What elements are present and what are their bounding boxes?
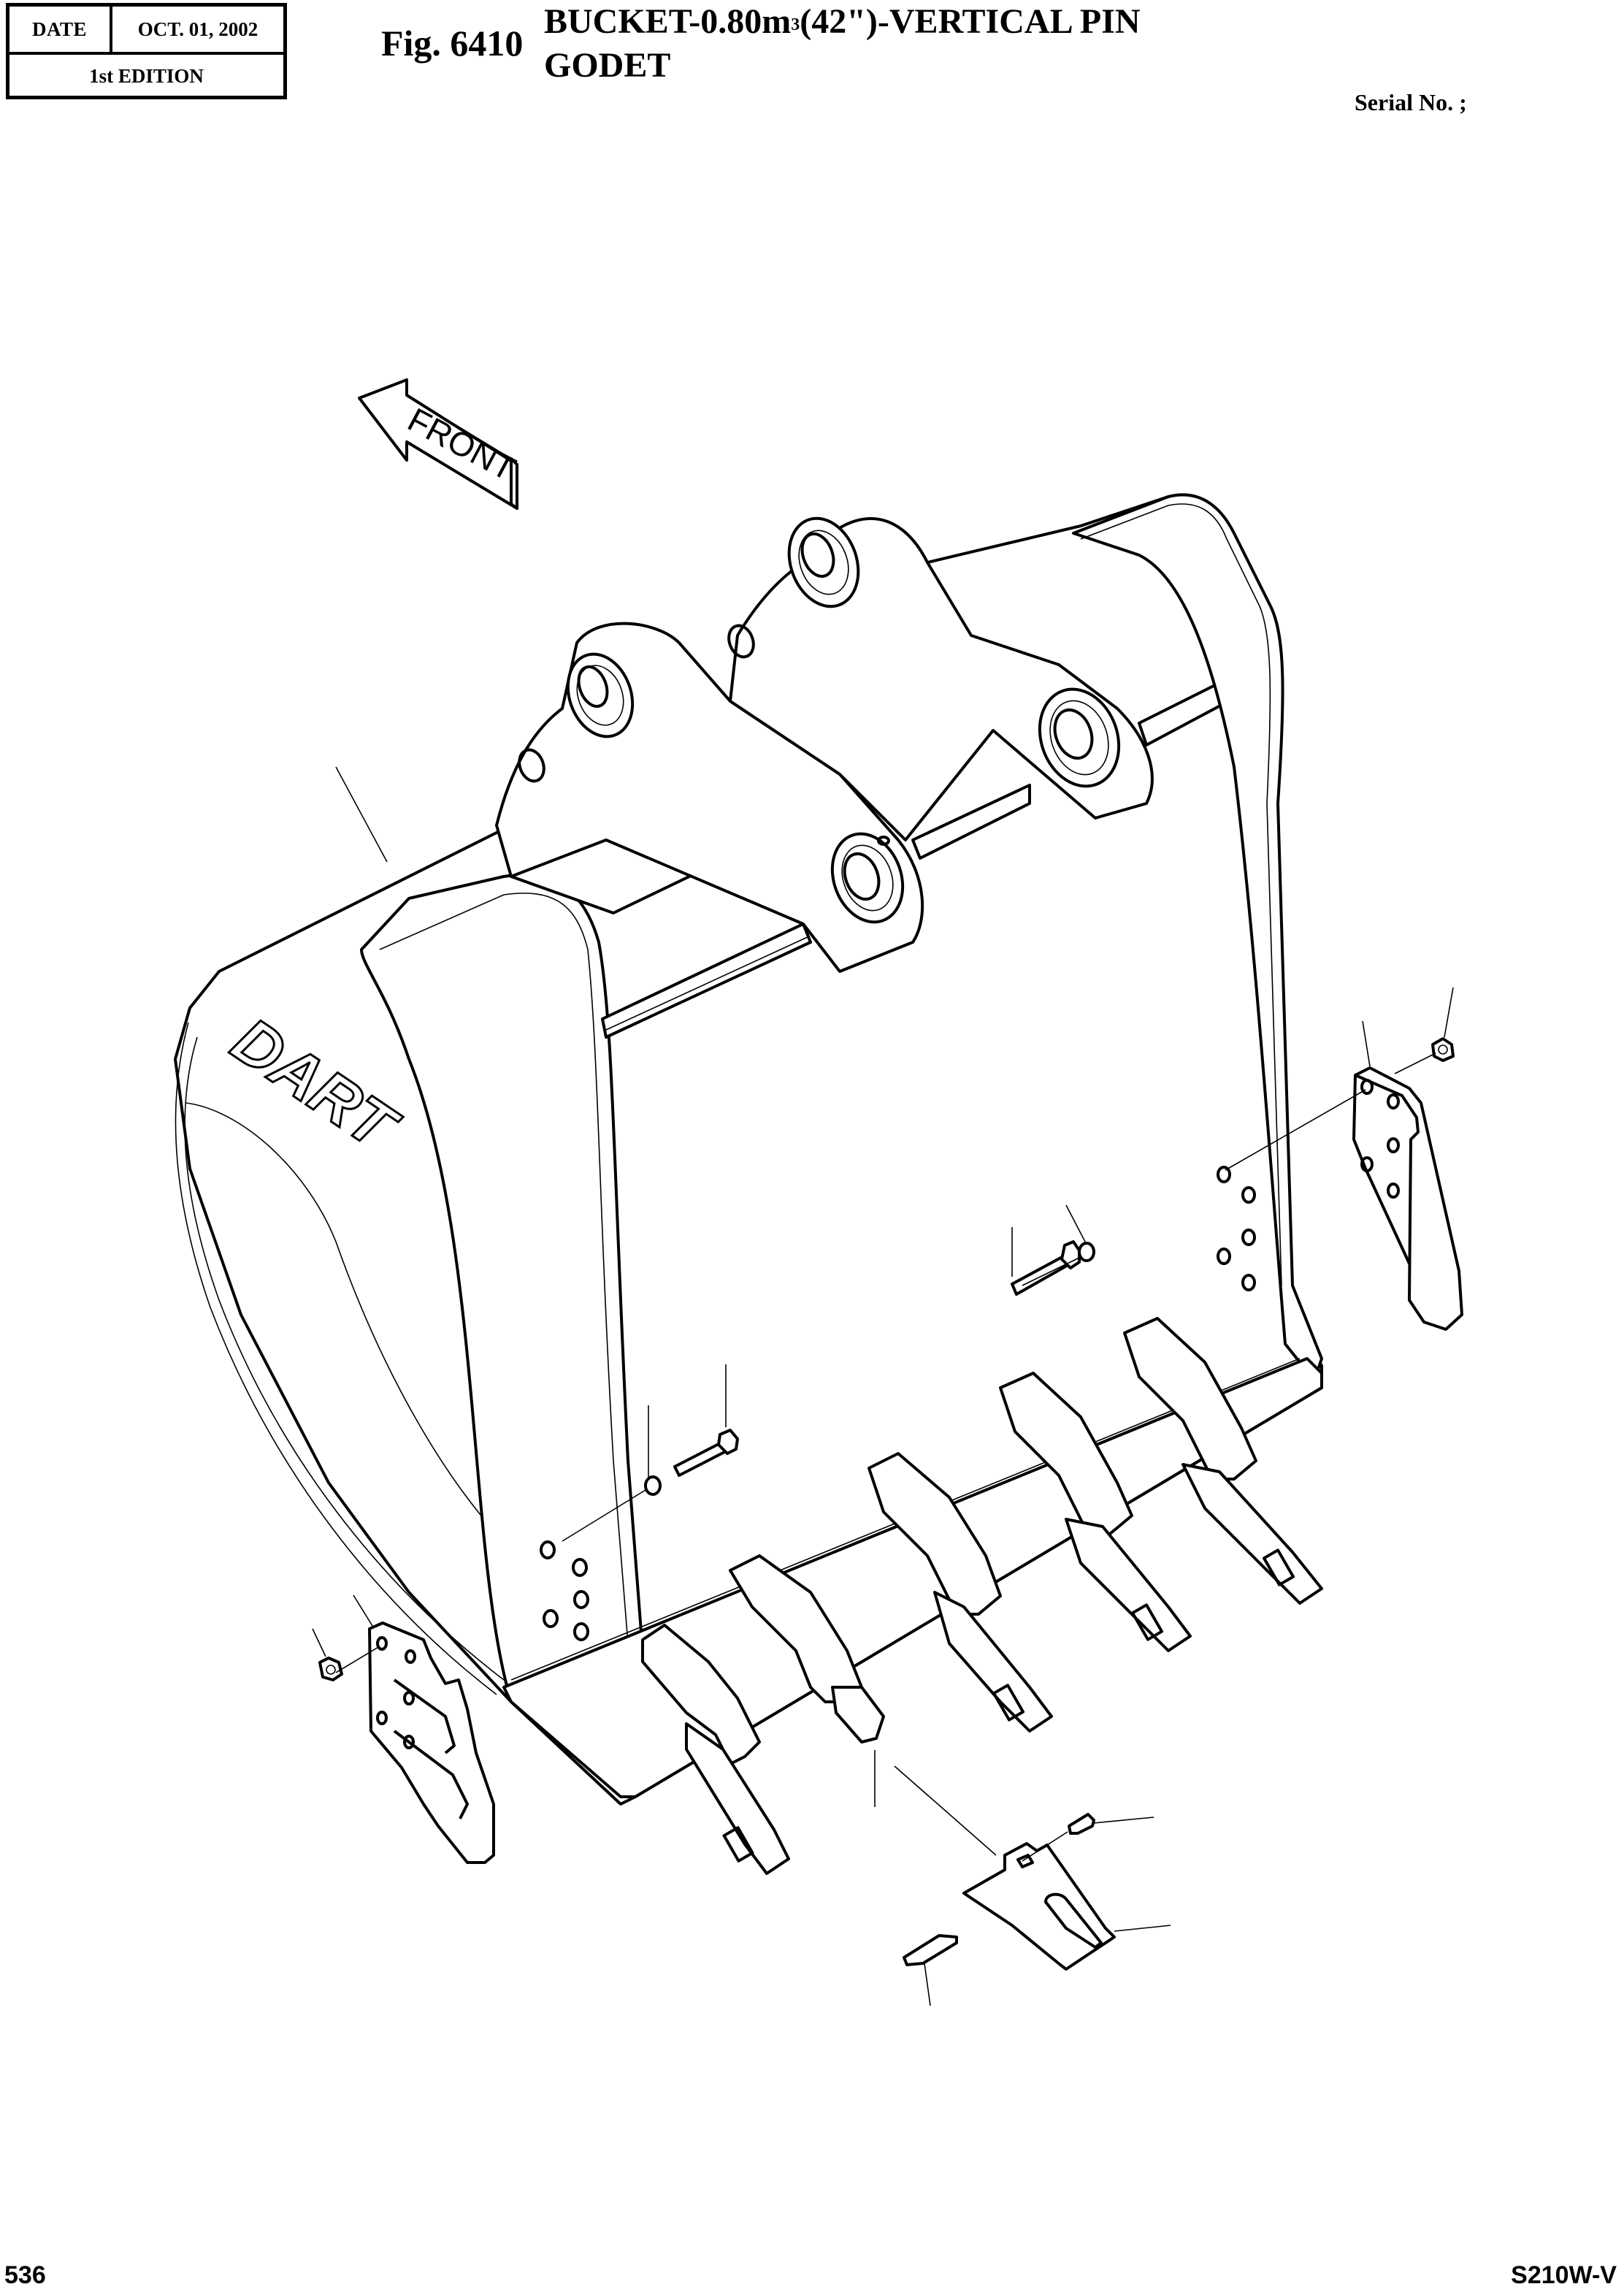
washer-right	[1078, 1242, 1095, 1262]
tooth-3	[867, 1452, 1053, 1733]
side-bolt-holes-right	[1217, 1166, 1256, 1291]
tooth-tip-exploded	[962, 1842, 1116, 1971]
title-line-2: GODET	[544, 46, 671, 85]
title-line-1: BUCKET-0.80m3(42")-VERTICAL PIN	[544, 0, 1141, 44]
tooth-pin	[903, 1934, 958, 1966]
bucket-teeth	[641, 1317, 1323, 1875]
tooth-4	[999, 1372, 1192, 1652]
title-text-suffix: (42")-VERTICAL PIN	[800, 2, 1141, 41]
model-code: S210W-V	[1511, 2261, 1617, 2289]
side-cutter-left	[368, 1621, 495, 1864]
tooth-1	[641, 1624, 790, 1875]
title-text: BUCKET-0.80m	[544, 2, 792, 41]
date-label: DATE	[9, 7, 112, 52]
date-edition-box: DATE OCT. 01, 2002 1st EDITION	[6, 3, 287, 99]
edition-label: 1st EDITION	[89, 64, 204, 87]
lug-hole	[518, 748, 545, 783]
washer-left	[644, 1475, 662, 1496]
side-bolt-holes-left	[540, 1540, 589, 1641]
tooth-lock-pin	[1068, 1813, 1095, 1835]
figure-number: Fig. 6410	[381, 23, 524, 64]
front-arrow-icon: FRONT	[358, 378, 522, 510]
page-title: BUCKET-0.80m3(42")-VERTICAL PIN GODET	[544, 0, 1141, 88]
pin-boss-lower-left	[830, 832, 905, 924]
bolt-left	[673, 1429, 739, 1477]
lug-hole	[727, 624, 755, 659]
title-superscript: 3	[791, 15, 800, 34]
date-value: OCT. 01, 2002	[137, 18, 258, 40]
tooth-2	[729, 1554, 885, 1743]
nut-left	[318, 1657, 343, 1681]
page-number: 536	[4, 2261, 46, 2289]
pin-boss-upper-right	[787, 516, 860, 608]
bolt-right	[1011, 1240, 1081, 1296]
leader-lines	[312, 766, 1454, 2006]
nut-right	[1431, 1037, 1455, 1062]
pin-boss-lower-right	[1038, 687, 1121, 788]
date-row: DATE OCT. 01, 2002	[9, 7, 283, 55]
pin-boss-upper-left	[566, 652, 635, 738]
tooth-5	[1123, 1317, 1323, 1605]
serial-number-label: Serial No. ;	[1355, 89, 1467, 115]
side-cutter-right	[1352, 1066, 1463, 1331]
